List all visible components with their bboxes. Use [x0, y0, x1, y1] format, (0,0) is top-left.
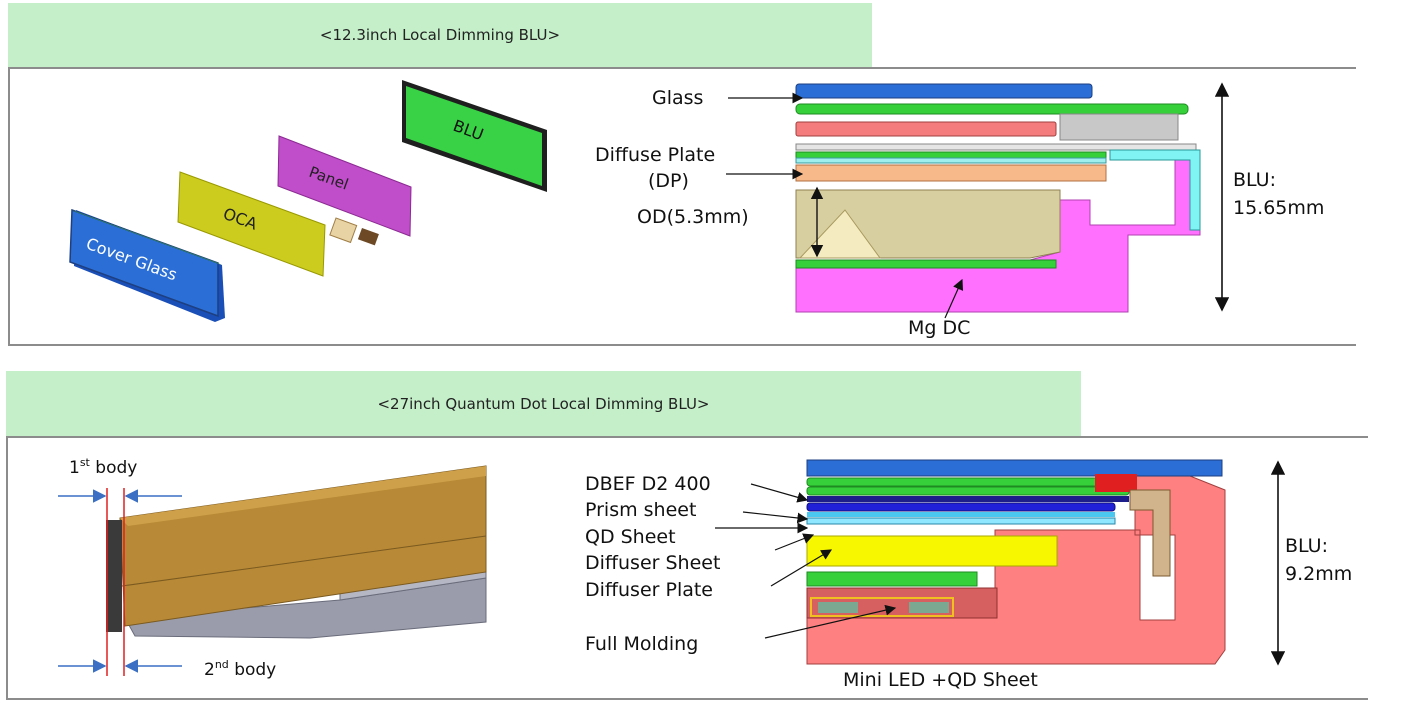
- sheet-1: [795, 143, 1197, 151]
- section2-body-view: 1st body 2nd body: [58, 456, 487, 680]
- dbef-label: DBEF D2 400: [585, 473, 711, 495]
- cover-glass-layer: Cover Glass: [69, 208, 225, 322]
- bracket: [1129, 489, 1171, 577]
- red-block: [1095, 474, 1137, 492]
- diffuser-plate-label: Diffuser Plate: [585, 579, 713, 601]
- oca-layer: OCA: [177, 171, 326, 277]
- mini-led-frame: [810, 597, 954, 617]
- second-body-label: 2nd body: [204, 658, 276, 680]
- mini-led-2: [909, 602, 949, 613]
- led-green-layer: [806, 571, 978, 587]
- edge-strip: [106, 520, 122, 632]
- diffuse-plate-label-2: (DP): [648, 170, 689, 192]
- prism-sheet-layer: [807, 496, 1129, 502]
- section1-title: <12.3inch Local Dimming BLU>: [319, 26, 561, 44]
- mini-led-label: Mini LED +QD Sheet: [843, 669, 1038, 691]
- sheet-2: [795, 151, 1107, 159]
- diffuser-sheet-label: Diffuser Sheet: [585, 552, 720, 574]
- glass-layer: [795, 83, 1093, 99]
- cyan-frame: [1109, 149, 1201, 231]
- section2-title-banner: <27inch Quantum Dot Local Dimming BLU>: [6, 371, 1081, 436]
- blu-dim2-label-1: BLU:: [1285, 535, 1328, 557]
- section1-frame: [8, 67, 1356, 346]
- diffuse-plate-layer: [795, 164, 1107, 182]
- qd-sheet-layer: [806, 502, 1116, 512]
- full-molding-label: Full Molding: [585, 633, 698, 655]
- od-label: OD(5.3mm): [637, 206, 749, 228]
- blu-layer: BLU: [402, 80, 547, 192]
- first-body-label: 1st body: [69, 456, 137, 478]
- panel-layer: Panel: [277, 135, 412, 246]
- sheet-3: [795, 157, 1107, 164]
- diffuser-sheet-layer: [806, 517, 1116, 525]
- section2-frame: [6, 436, 1368, 700]
- side-frame: [1059, 113, 1179, 141]
- qd-sheet-layer-2: [807, 512, 1115, 517]
- blu-dim-label-1: BLU:: [1233, 169, 1276, 191]
- mini-led-1: [818, 602, 858, 613]
- dbef-layer-2: [806, 486, 1130, 496]
- pcb-layer: [795, 259, 1057, 269]
- dbef-layer: [806, 477, 1130, 487]
- diffuser-plate-layer: [806, 535, 1058, 567]
- section1-cross-section: Glass Diffuse Plate (DP) OD(5.3mm) Mg DC…: [595, 82, 1324, 339]
- blu-dim-label-2: 15.65mm: [1233, 197, 1324, 219]
- glass-label: Glass: [652, 87, 703, 109]
- section2-title: <27inch Quantum Dot Local Dimming BLU>: [377, 394, 710, 413]
- mg-dc-label: Mg DC: [908, 317, 970, 339]
- section2-cross-section: DBEF D2 400 Prism sheet QD Sheet Diffuse…: [585, 459, 1352, 691]
- panel-green-layer: [795, 103, 1189, 115]
- blu-dim2-label-2: 9.2mm: [1285, 563, 1352, 585]
- salmon-layer: [795, 121, 1057, 137]
- section1-title-banner: <12.3inch Local Dimming BLU>: [8, 3, 872, 67]
- diffuse-plate-label-1: Diffuse Plate: [595, 144, 715, 166]
- qd-sheet-label: QD Sheet: [585, 526, 676, 548]
- top-glass: [806, 459, 1223, 477]
- prism-label: Prism sheet: [585, 499, 696, 521]
- section1-exploded-view: Cover Glass OCA Panel BLU: [69, 80, 547, 322]
